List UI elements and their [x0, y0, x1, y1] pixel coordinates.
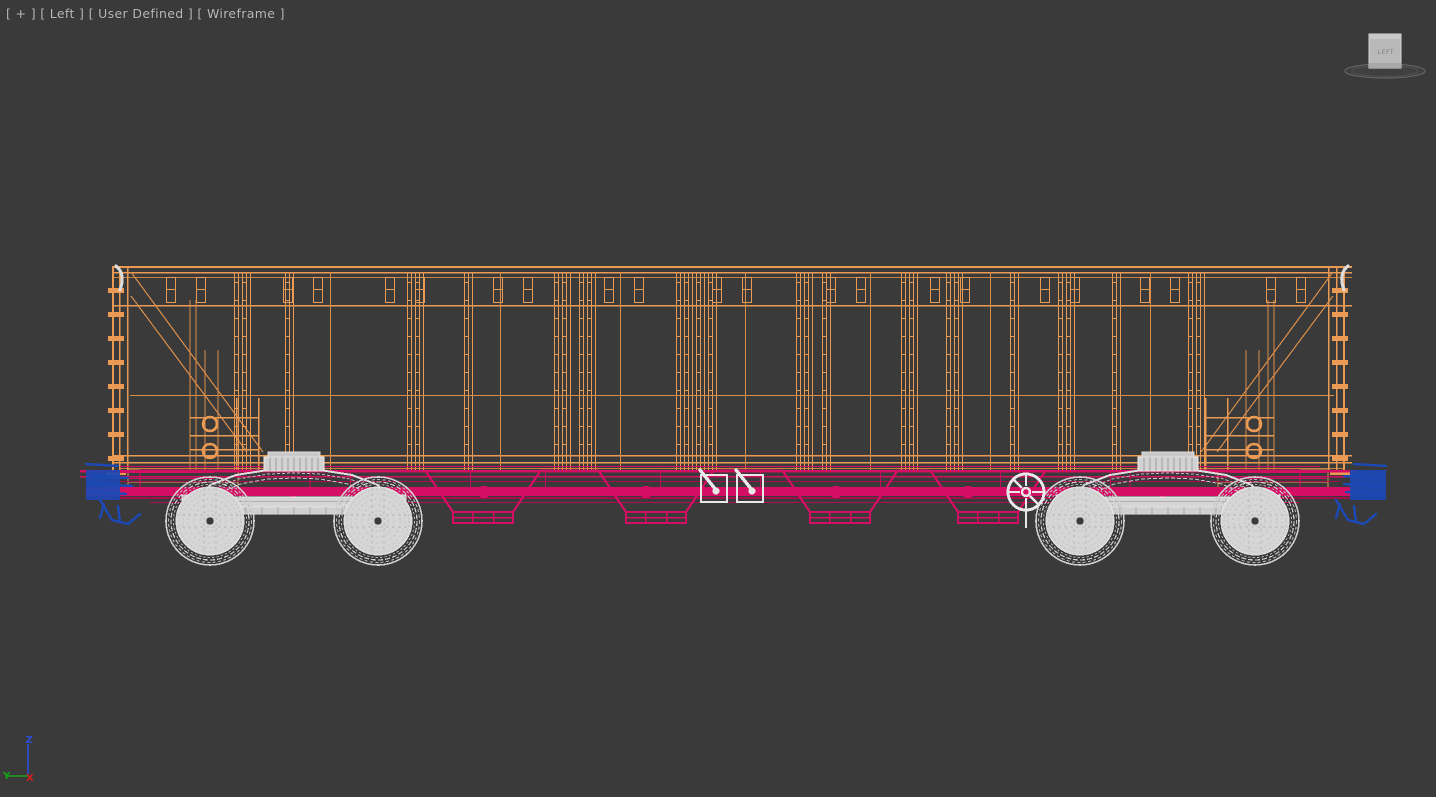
axis-x-label: X	[26, 773, 34, 784]
axis-y-label: Y	[2, 771, 11, 782]
end-grab-irons	[114, 264, 1350, 292]
viewcube[interactable]: LEFT	[1341, 28, 1429, 80]
end-ladder-right	[1332, 288, 1348, 461]
axis-tripod: Z Y X	[2, 735, 34, 784]
axis-z-label: Z	[26, 735, 33, 746]
brake-wheel	[1006, 472, 1046, 528]
coupler-rear	[1334, 462, 1388, 526]
viewcube-icon[interactable]	[1341, 28, 1429, 80]
car-body-shell	[106, 266, 1352, 493]
end-ladder-left	[108, 288, 124, 461]
viewport-label[interactable]: [ + ] [ Left ] [ User Defined ] [ Wirefr…	[6, 6, 285, 21]
coupler-front	[84, 462, 142, 526]
gate-operating-levers	[698, 468, 765, 504]
